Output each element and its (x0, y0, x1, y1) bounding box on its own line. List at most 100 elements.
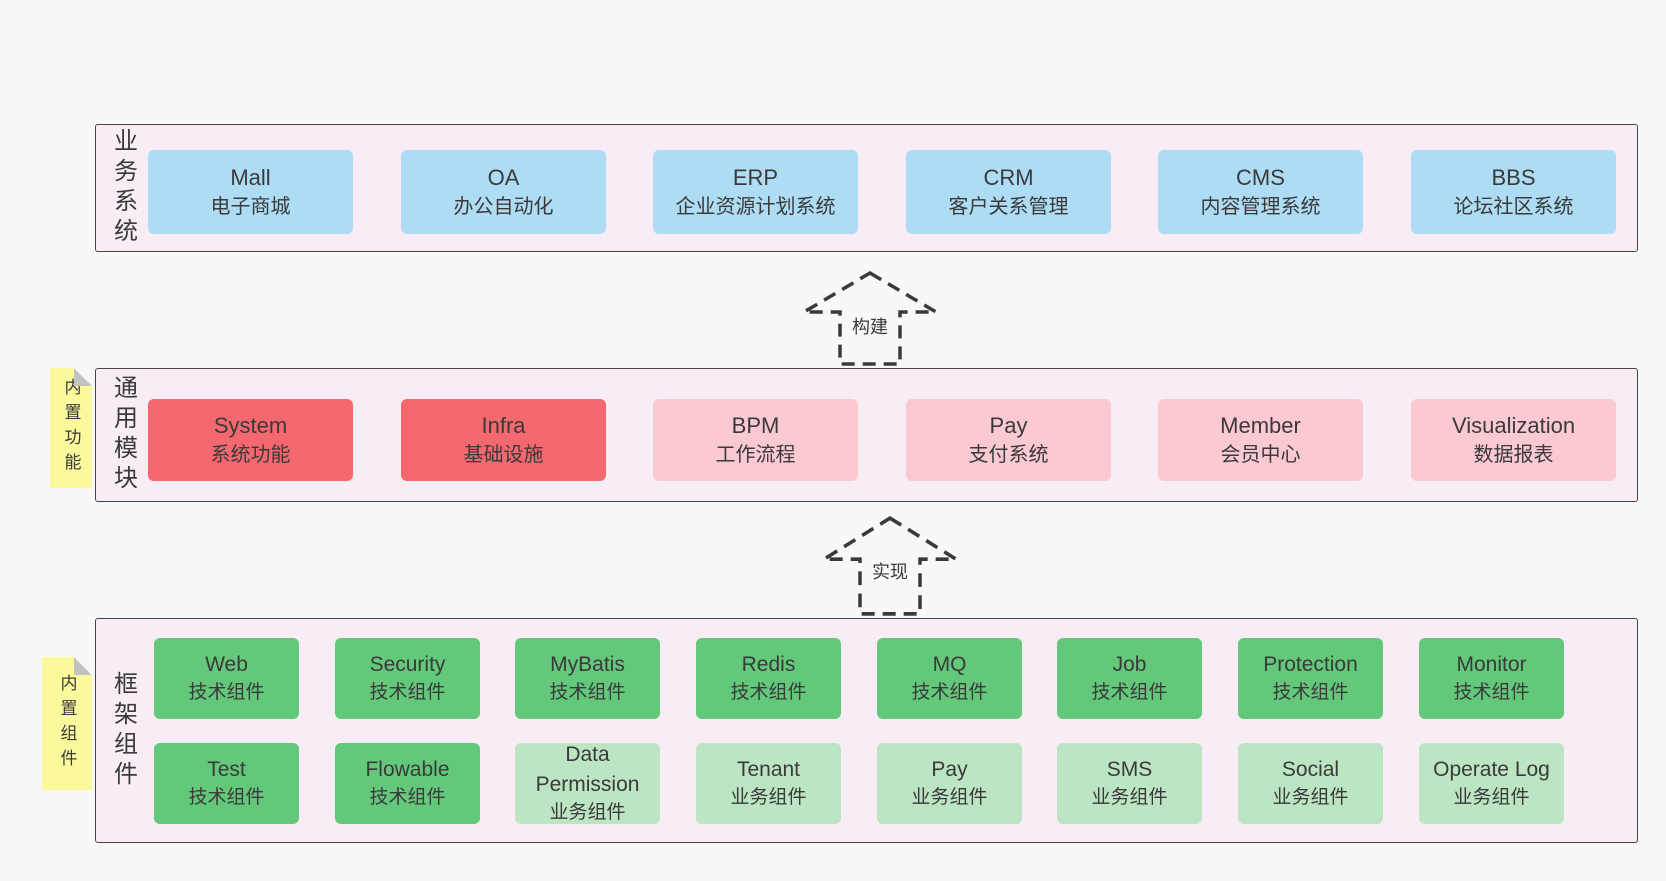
box-title: Web (205, 653, 248, 677)
box-subtitle: 电子商城 (210, 196, 291, 219)
box-title: Monitor (1456, 653, 1527, 677)
band-framework-components: 框架组件 Web 技术组件 Security 技术组件 MyBatis 技术组件… (95, 618, 1638, 843)
box-erp: ERP 企业资源计划系统 (653, 150, 858, 234)
box-social: Social 业务组件 (1238, 743, 1383, 824)
box-tenant: Tenant 业务组件 (696, 743, 841, 824)
box-protection: Protection 技术组件 (1238, 638, 1383, 719)
up-arrow-icon (817, 516, 963, 616)
box-subtitle: 业务组件 (1272, 786, 1349, 808)
box-sms: SMS 业务组件 (1057, 743, 1202, 824)
box-bbs: BBS 论坛社区系统 (1411, 150, 1616, 234)
box-title: Visualization (1451, 413, 1576, 439)
box-title: Data Permission (535, 743, 640, 797)
box-title: Infra (481, 413, 526, 439)
box-visualization: Visualization 数据报表 (1411, 399, 1616, 481)
box-bpm: BPM 工作流程 (653, 399, 858, 481)
box-title: Protection (1263, 653, 1358, 677)
box-subtitle: 业务组件 (730, 786, 807, 808)
box-redis: Redis 技术组件 (696, 638, 841, 719)
box-subtitle: 技术组件 (369, 786, 446, 808)
box-subtitle: 基础设施 (463, 444, 544, 467)
box-subtitle: 技术组件 (549, 681, 626, 703)
box-title: Security (369, 653, 446, 677)
box-title: Member (1220, 413, 1301, 439)
box-job: Job 技术组件 (1057, 638, 1202, 719)
box-mall: Mall 电子商城 (148, 150, 353, 234)
arrow-label-build: 构建 (849, 313, 891, 339)
box-title: Mall (230, 165, 271, 191)
box-subtitle: 业务组件 (549, 801, 626, 823)
band-common-modules: 通用模块 System 系统功能 Infra 基础设施 BPM 工作流程 Pay… (95, 368, 1638, 502)
band-label-business-systems: 业务系统 (109, 128, 137, 248)
box-subtitle: 数据报表 (1473, 444, 1554, 467)
band-business-systems: 业务系统 Mall 电子商城 OA 办公自动化 ERP 企业资源计划系统 CRM… (95, 124, 1638, 252)
box-crm: CRM 客户关系管理 (906, 150, 1111, 234)
box-subtitle: 内容管理系统 (1200, 196, 1321, 219)
box-subtitle: 工作流程 (715, 444, 796, 467)
box-title: BPM (731, 413, 780, 439)
box-title: Pay (989, 413, 1028, 439)
folded-corner-icon (74, 368, 92, 386)
box-title: SMS (1106, 758, 1153, 782)
up-arrow-build: 构建 (780, 271, 960, 366)
box-title: Pay (931, 758, 968, 782)
box-pay-component: Pay 业务组件 (877, 743, 1022, 824)
box-title: Job (1112, 653, 1147, 677)
box-title: MyBatis (550, 653, 625, 677)
box-title: Redis (741, 653, 796, 677)
box-title: BBS (1491, 165, 1536, 191)
box-monitor: Monitor 技术组件 (1419, 638, 1564, 719)
box-security: Security 技术组件 (335, 638, 480, 719)
box-subtitle: 技术组件 (188, 681, 265, 703)
box-pay-module: Pay 支付系统 (906, 399, 1111, 481)
sticky-note-builtin-components: 内置组件 (42, 657, 92, 790)
box-oa: OA 办公自动化 (401, 150, 606, 234)
folded-corner-icon (74, 657, 92, 675)
box-title: Operate Log (1433, 758, 1550, 782)
box-subtitle: 技术组件 (1091, 681, 1168, 703)
box-test: Test 技术组件 (154, 743, 299, 824)
box-web: Web 技术组件 (154, 638, 299, 719)
box-subtitle: 系统功能 (210, 444, 291, 467)
box-system: System 系统功能 (148, 399, 353, 481)
sticky-label: 内置功能 (61, 378, 81, 478)
box-infra: Infra 基础设施 (401, 399, 606, 481)
band-label-framework-components: 框架组件 (109, 670, 137, 791)
box-title: MQ (932, 653, 967, 677)
box-data-permission: Data Permission 业务组件 (515, 743, 660, 824)
box-mybatis: MyBatis 技术组件 (515, 638, 660, 719)
box-operate-log: Operate Log 业务组件 (1419, 743, 1564, 824)
box-title: Test (207, 758, 246, 782)
box-subtitle: 技术组件 (1272, 681, 1349, 703)
box-title: System (213, 413, 288, 439)
box-subtitle: 办公自动化 (453, 196, 554, 219)
box-subtitle: 会员中心 (1220, 444, 1301, 467)
box-title: Tenant (736, 758, 801, 782)
box-subtitle: 技术组件 (911, 681, 988, 703)
band-label-common-modules: 通用模块 (109, 375, 137, 495)
box-title: ERP (732, 165, 779, 191)
box-member: Member 会员中心 (1158, 399, 1363, 481)
box-title: OA (487, 165, 520, 191)
box-subtitle: 企业资源计划系统 (675, 196, 836, 219)
box-subtitle: 技术组件 (1453, 681, 1530, 703)
box-mq: MQ 技术组件 (877, 638, 1022, 719)
box-title: Flowable (365, 758, 450, 782)
box-subtitle: 技术组件 (188, 786, 265, 808)
arrow-label-implement: 实现 (869, 558, 911, 584)
box-flowable: Flowable 技术组件 (335, 743, 480, 824)
up-arrow-implement: 实现 (800, 516, 980, 616)
up-arrow-icon (797, 271, 943, 366)
box-title: Social (1281, 758, 1340, 782)
sticky-note-builtin-features: 内置功能 (50, 368, 92, 488)
box-subtitle: 业务组件 (911, 786, 988, 808)
box-cms: CMS 内容管理系统 (1158, 150, 1363, 234)
box-subtitle: 业务组件 (1453, 786, 1530, 808)
box-subtitle: 技术组件 (369, 681, 446, 703)
box-subtitle: 业务组件 (1091, 786, 1168, 808)
box-subtitle: 技术组件 (730, 681, 807, 703)
sticky-label: 内置组件 (57, 673, 77, 774)
box-subtitle: 论坛社区系统 (1453, 196, 1574, 219)
box-subtitle: 客户关系管理 (948, 196, 1069, 219)
